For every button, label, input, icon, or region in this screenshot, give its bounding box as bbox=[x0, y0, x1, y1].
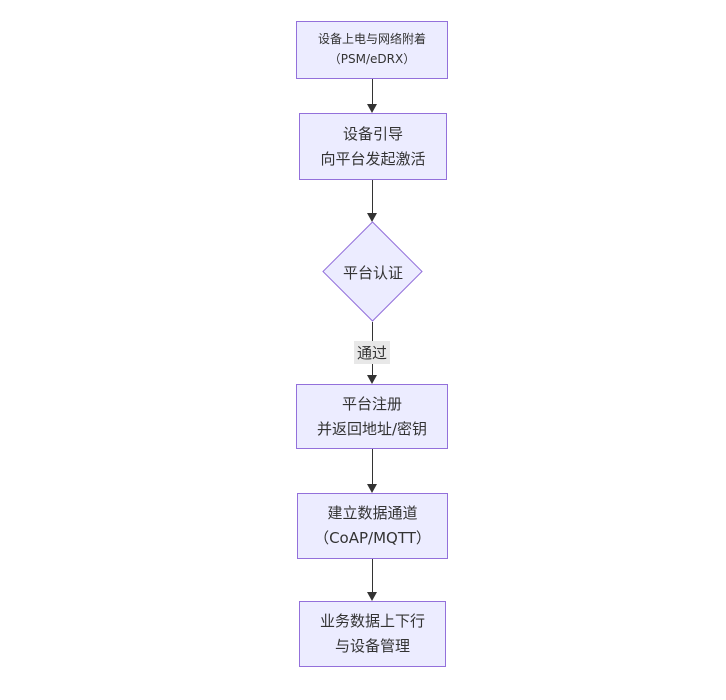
node-text: 与设备管理 bbox=[334, 637, 410, 655]
arrowhead-icon bbox=[367, 592, 377, 601]
arrowhead-icon bbox=[367, 213, 377, 222]
edge-label-pass: 通过 bbox=[353, 341, 391, 364]
node-text: 设备引导 bbox=[342, 124, 403, 143]
arrowhead-icon bbox=[367, 484, 377, 493]
node-text: 建立数据通道 bbox=[327, 504, 418, 523]
node-device-power-on: 设备上电与网络附着 （PSM/eDRX） bbox=[296, 21, 448, 79]
node-device-bootstrap: 设备引导 向平台发起激活 bbox=[299, 113, 447, 180]
node-text: 业务数据上下行 bbox=[319, 612, 425, 631]
node-text: （PSM/eDRX） bbox=[328, 52, 416, 66]
node-platform-register: 平台注册 并返回地址/密钥 bbox=[296, 384, 448, 449]
arrowhead-icon bbox=[367, 104, 377, 113]
node-text: 平台注册 bbox=[341, 394, 402, 413]
node-text: 设备上电与网络附着 bbox=[317, 32, 426, 47]
node-text: 并返回地址/密钥 bbox=[316, 419, 428, 438]
edge-line-register-channel bbox=[372, 449, 373, 486]
node-platform-auth-label: 平台认证 bbox=[342, 263, 403, 282]
node-data-channel: 建立数据通道 （CoAP/MQTT） bbox=[297, 493, 448, 559]
arrowhead-icon bbox=[367, 375, 377, 384]
edge-line-bootstrap-auth bbox=[372, 180, 373, 215]
node-text: 向平台发起激活 bbox=[320, 149, 426, 168]
node-business-data: 业务数据上下行 与设备管理 bbox=[299, 601, 446, 667]
edge-line-power-bootstrap bbox=[372, 79, 373, 106]
edge-line-channel-business bbox=[372, 559, 373, 594]
node-text: （CoAP/MQTT） bbox=[314, 529, 431, 547]
